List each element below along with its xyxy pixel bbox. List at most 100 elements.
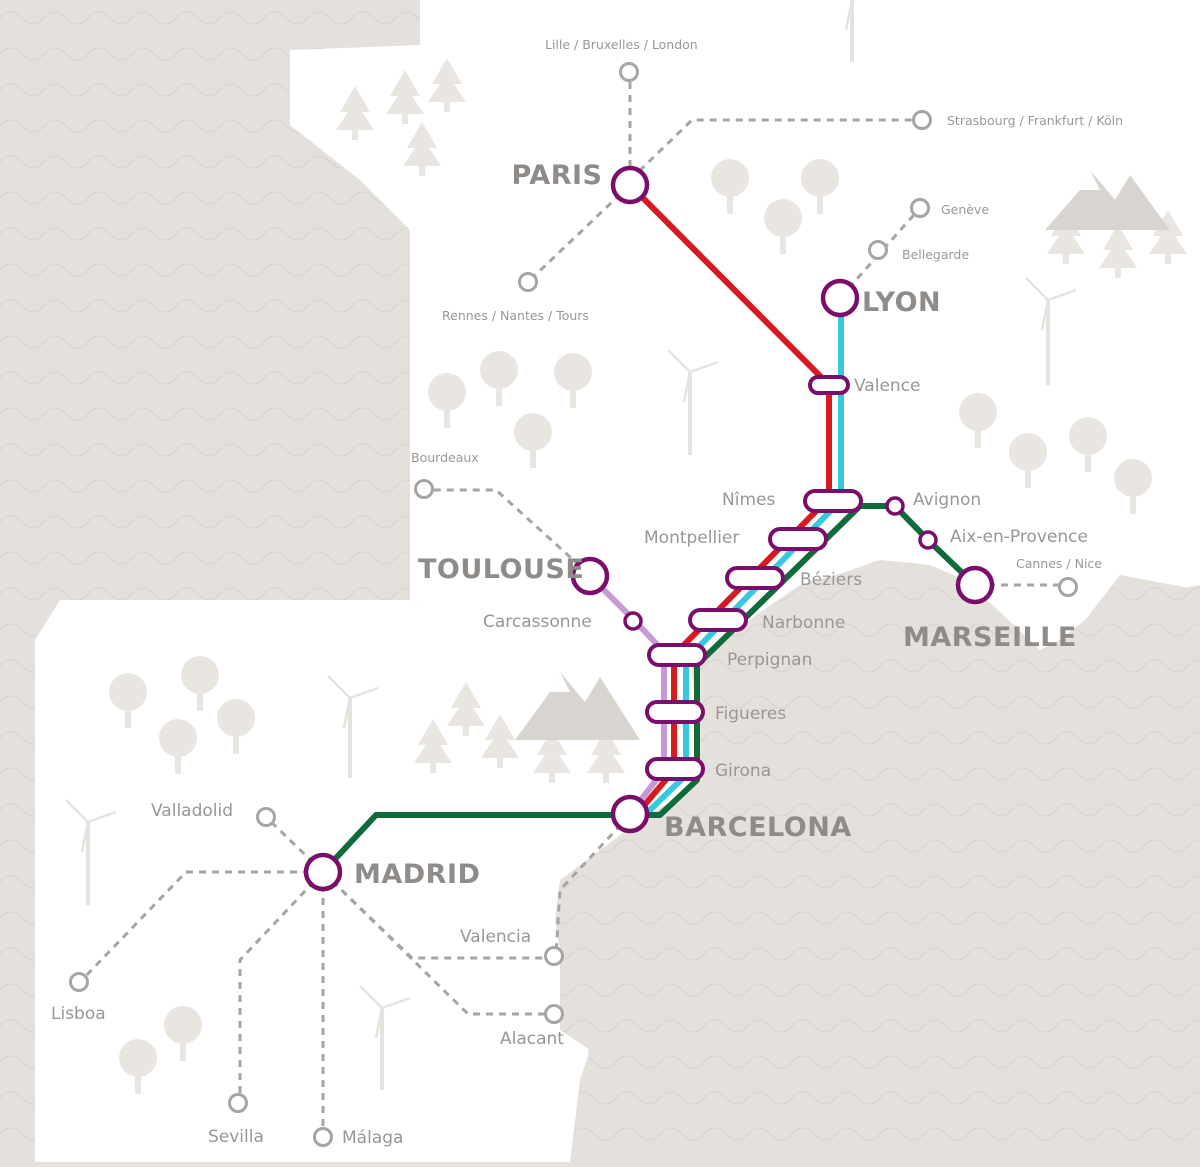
dashed-madrid-alacant <box>321 870 554 1016</box>
tree-icon <box>181 656 219 711</box>
wind-turbine-icon <box>844 0 856 62</box>
dashed-paris-rennes <box>526 183 632 284</box>
connection-alacant[interactable] <box>544 1004 564 1024</box>
tree-icon <box>959 393 997 448</box>
tree-icon <box>764 199 802 254</box>
dashed-madrid-sevilla <box>238 870 325 1102</box>
pine-tree-icon <box>481 714 519 768</box>
connection-malaga[interactable] <box>313 1127 333 1147</box>
pine-tree-icon <box>414 719 452 773</box>
tree-icon <box>480 351 518 406</box>
connection-bordeaux[interactable] <box>414 479 434 499</box>
connection-strasbourg[interactable] <box>912 110 932 130</box>
wind-turbine-icon <box>667 349 719 455</box>
pine-tree-icon <box>403 122 441 176</box>
label-rennes: Rennes / Nantes / Tours <box>442 308 589 323</box>
label-marseille: MARSEILLE <box>903 622 1077 653</box>
pine-tree-icon <box>533 729 571 783</box>
label-paris: PARIS <box>512 160 603 191</box>
label-geneve: Genève <box>941 202 989 217</box>
label-lisboa: Lisboa <box>51 1004 106 1024</box>
station-lyon[interactable] <box>820 278 860 318</box>
wind-turbine-icon <box>359 985 411 1090</box>
connection-valencia[interactable] <box>544 946 564 966</box>
tree-icon <box>109 673 147 728</box>
label-perpignan: Perpignan <box>727 650 812 670</box>
station-marseille[interactable] <box>955 565 995 605</box>
station-paris[interactable] <box>610 165 650 205</box>
pine-tree-icon <box>1047 210 1085 264</box>
wind-turbine-icon <box>327 675 379 778</box>
label-narbonne: Narbonne <box>762 613 845 633</box>
station-girona[interactable] <box>645 757 705 781</box>
label-bellegarde: Bellegarde <box>902 247 969 262</box>
station-toulouse[interactable] <box>570 556 610 596</box>
tree-icon <box>801 159 839 214</box>
station-beziers[interactable] <box>725 566 785 590</box>
connection-geneve[interactable] <box>910 198 930 218</box>
tree-icon <box>1069 417 1107 472</box>
connection-sevilla[interactable] <box>228 1093 248 1113</box>
tree-icon <box>217 699 255 754</box>
dashed-toulouse-bordeaux <box>424 488 592 577</box>
pine-tree-icon <box>336 86 374 140</box>
station-montpellier[interactable] <box>768 527 828 551</box>
mountain-icon <box>1045 170 1170 230</box>
tree-icon <box>159 719 197 774</box>
tree-icon <box>514 413 552 468</box>
label-sevilla: Sevilla <box>208 1127 264 1147</box>
dashed-paris-strasbourg <box>628 118 922 182</box>
label-avignon: Avignon <box>913 490 981 510</box>
label-aix-en-provence: Aix-en-Provence <box>950 527 1088 547</box>
label-madrid: MADRID <box>354 859 480 890</box>
station-carcassonne[interactable] <box>623 611 643 631</box>
tree-icon <box>119 1039 157 1094</box>
station-perpignan[interactable] <box>647 643 707 667</box>
tree-icon <box>164 1006 202 1061</box>
connection-lille[interactable] <box>619 62 639 82</box>
connection-rennes[interactable] <box>518 272 538 292</box>
wind-turbine-icon <box>65 799 117 905</box>
label-toulouse: TOULOUSE <box>418 554 584 585</box>
label-strasbourg: Strasbourg / Frankfurt / Köln <box>947 113 1123 128</box>
label-valencia: Valencia <box>460 927 531 947</box>
label-figueres: Figueres <box>715 704 786 724</box>
labels: PARIS LYON TOULOUSE MARSEILLE BARCELONA MADRI… <box>51 37 1123 1148</box>
sea-atlantic-pattern <box>0 0 415 1162</box>
label-beziers: Béziers <box>800 570 862 590</box>
label-barcelona: BARCELONA <box>664 812 852 843</box>
station-narbonne[interactable] <box>688 608 748 632</box>
station-nimes[interactable] <box>803 489 863 513</box>
pine-tree-icon <box>1099 224 1137 278</box>
dashed-madrid-lisboa <box>78 870 323 984</box>
label-bordeaux: Bourdeaux <box>411 450 479 465</box>
tree-icon <box>1114 459 1152 514</box>
label-carcassonne: Carcassonne <box>483 612 592 632</box>
label-alacant: Alacant <box>500 1029 564 1049</box>
station-aix[interactable] <box>918 530 938 550</box>
connection-cannes[interactable] <box>1058 577 1078 597</box>
wind-turbine-icon <box>1025 277 1077 385</box>
label-montpellier: Montpellier <box>644 528 739 548</box>
connection-lisboa[interactable] <box>69 972 89 992</box>
connection-valladolid[interactable] <box>256 807 276 827</box>
tree-icon <box>428 373 466 428</box>
station-figueres[interactable] <box>645 700 705 724</box>
tree-icon <box>554 353 592 408</box>
label-lyon: LYON <box>862 287 941 318</box>
pine-tree-icon <box>587 729 625 783</box>
station-avignon[interactable] <box>885 496 905 516</box>
label-girona: Girona <box>715 761 771 781</box>
pine-tree-icon <box>1149 210 1187 264</box>
station-madrid[interactable] <box>303 852 343 892</box>
station-valence[interactable] <box>808 375 850 395</box>
sea-mediterranean-pattern <box>575 580 1200 1162</box>
dashed-barcelona-valencia <box>554 813 632 956</box>
station-barcelona[interactable] <box>610 794 650 834</box>
connection-bellegarde[interactable] <box>868 240 888 260</box>
decorations <box>65 0 1187 1094</box>
pine-tree-icon <box>386 70 424 124</box>
label-nimes: Nîmes <box>722 490 775 510</box>
